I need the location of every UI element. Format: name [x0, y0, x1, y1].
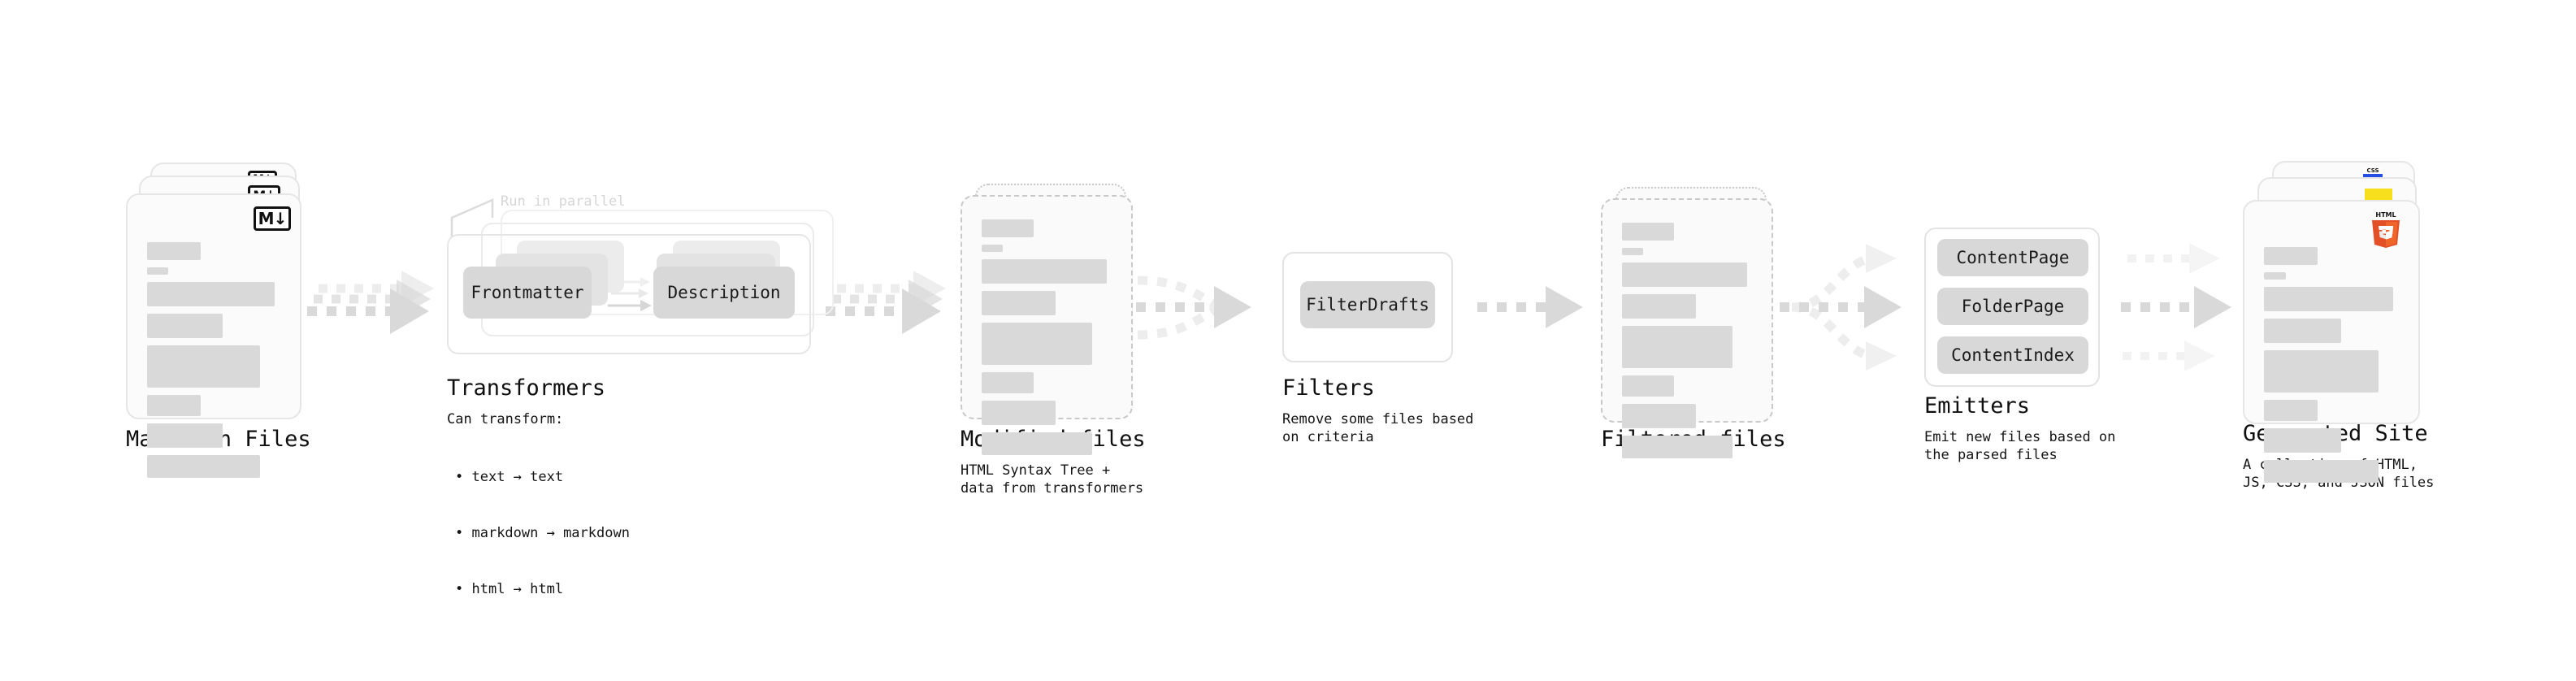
markdown-files-stack: M↓ M↓ M↓ [126, 163, 313, 478]
modified-files-subtitle: HTML Syntax Tree + data from transformer… [961, 462, 1144, 497]
chip-contentpage[interactable]: ContentPage [1937, 239, 2088, 276]
skeleton-bar [147, 423, 223, 448]
skeleton-bar [982, 323, 1092, 365]
skeleton-bar [982, 245, 1003, 252]
markdown-badge-front: M↓ [254, 206, 291, 231]
svg-text:HTML: HTML [2375, 211, 2396, 219]
skeleton-bar [147, 395, 201, 416]
html5-logo-svg: HTML [2372, 211, 2400, 248]
skeleton-bar [982, 401, 1056, 425]
transformers-box-front [447, 234, 811, 354]
connector-transformers-to-modified [826, 271, 946, 334]
chip-label: Frontmatter [471, 283, 584, 302]
modified-skeleton-bars [982, 219, 1112, 462]
generated-skeleton-bars [2264, 247, 2399, 490]
skeleton-bar [982, 372, 1034, 393]
transformers-group: Frontmatter Description [447, 195, 837, 358]
filtered-files-stack [1601, 187, 1788, 458]
chip-contentindex[interactable]: ContentIndex [1937, 336, 2088, 374]
filters-group: FilterDrafts [1282, 252, 1453, 362]
skeleton-bar [2264, 460, 2379, 483]
emitters-title: Emitters [1924, 393, 2031, 419]
skeleton-bar [982, 432, 1092, 455]
filters-box [1282, 252, 1453, 362]
bullet-item: • markdown → markdown [455, 525, 630, 541]
bullet-item: • html → html [455, 581, 564, 597]
skeleton-bar [1622, 326, 1733, 368]
skeleton-bar [1622, 294, 1697, 319]
emitters-subtitle: Emit new files based on the parsed files [1924, 429, 2116, 463]
filters-subtitle: Remove some files based on criteria [1282, 411, 1474, 445]
html5-badge: HTML [2368, 210, 2404, 249]
chip-description[interactable]: Description [653, 267, 795, 319]
chip-label: FolderPage [1961, 297, 2065, 316]
filters-title: Filters [1282, 375, 1375, 401]
connector-filters-to-filtered [1477, 286, 1583, 328]
skeleton-bar [147, 455, 261, 478]
run-in-parallel-label: Run in parallel [501, 193, 626, 210]
chip-label: ContentPage [1956, 248, 2070, 267]
markdown-badge-letter: M [258, 209, 275, 228]
markdown-skeleton-bars [147, 242, 280, 485]
skeleton-bar [2264, 350, 2379, 393]
modified-card-front [961, 195, 1133, 455]
bullet-label: html → html [471, 581, 564, 597]
chip-frontmatter[interactable]: Frontmatter [463, 267, 592, 319]
skeleton-bar [1622, 404, 1697, 428]
connector-emitters-to-site [2121, 243, 2231, 371]
css-badge: CSS [2363, 168, 2383, 180]
skeleton-bar [1622, 375, 1674, 397]
skeleton-bar [1622, 248, 1643, 255]
skeleton-bar [2264, 319, 2341, 343]
generated-site-stack: CSS HTML [2243, 161, 2438, 483]
skeleton-bar [982, 259, 1107, 284]
emitters-group: ContentPage FolderPage ContentIndex [1924, 228, 2100, 387]
chip-folderpage[interactable]: FolderPage [1937, 288, 2088, 325]
skeleton-bar [1622, 262, 1747, 287]
skeleton-bar [147, 345, 261, 388]
bullet-item: • text → text [455, 469, 564, 485]
chip-label: FilterDrafts [1306, 295, 1429, 314]
bullet-label: text → text [471, 469, 564, 485]
skeleton-bar [1622, 436, 1733, 458]
chip-filterdrafts[interactable]: FilterDrafts [1300, 281, 1435, 328]
bullet-label: markdown → markdown [471, 525, 630, 541]
chip-label: Description [667, 283, 781, 302]
connector-filtered-to-emitters [1780, 244, 1902, 371]
filtered-skeleton-bars [1622, 223, 1752, 466]
transformers-bullets: • text → text • markdown → markdown • ht… [455, 431, 630, 636]
skeleton-bar [982, 291, 1056, 315]
skeleton-bar [2264, 247, 2318, 265]
generated-card-front: HTML [2243, 200, 2420, 483]
connector-modified-to-filters [1136, 275, 1251, 340]
modified-files-stack [961, 184, 1147, 455]
skeleton-bar [147, 267, 169, 275]
skeleton-bar [147, 314, 223, 338]
skeleton-bar [147, 282, 275, 306]
markdown-card-front: M↓ [126, 193, 301, 478]
css-badge-bar [2363, 174, 2383, 177]
skeleton-bar [2264, 428, 2341, 453]
skeleton-bar [982, 219, 1034, 237]
filtered-card-front [1601, 198, 1773, 458]
skeleton-bar [1622, 223, 1674, 241]
transformers-title: Transformers [447, 375, 606, 401]
skeleton-bar [2264, 287, 2394, 311]
css-badge-label: CSS [2366, 167, 2379, 174]
connector-md-to-transformers [307, 271, 434, 334]
emitters-box [1924, 228, 2100, 387]
transformers-subtitle: Can transform: [447, 411, 564, 427]
skeleton-bar [2264, 272, 2286, 280]
skeleton-bar [2264, 400, 2318, 421]
skeleton-bar [147, 242, 201, 260]
chip-label: ContentIndex [1951, 345, 2075, 365]
